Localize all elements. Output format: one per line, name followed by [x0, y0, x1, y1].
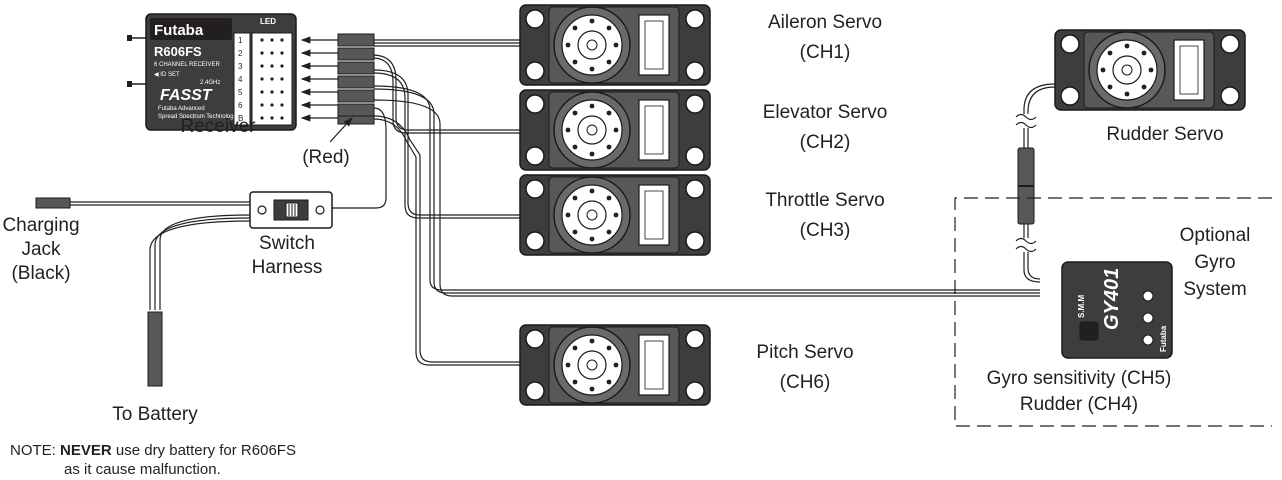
label-gyro: Gyro: [1194, 252, 1235, 273]
label-charging-1: Charging: [2, 215, 79, 236]
label-charging-2: Jack: [21, 239, 61, 260]
gyro-unit: S.M.M GY401 Futaba: [1061, 261, 1173, 359]
receiver-tagline-2: Spread Spectrum Technology: [158, 114, 237, 120]
receiver-led-label: LED: [260, 17, 276, 26]
note-rest: use dry battery for R606FS: [112, 442, 296, 459]
gyro-brand: Futaba: [1159, 325, 1168, 352]
label-elevator-servo: Elevator Servo: [763, 102, 888, 123]
rudder-servo: [1054, 29, 1246, 111]
receiver-unit: Futaba R606FS 6 CHANNEL RECEIVER ◀ ID SE…: [127, 13, 297, 131]
elevator-servo: [519, 89, 711, 171]
port-3: 3: [238, 62, 243, 71]
port-5: 5: [238, 88, 243, 97]
port-b: B: [238, 114, 243, 123]
note-prefix: NOTE:: [10, 442, 60, 459]
gyro-model: GY401: [1101, 268, 1123, 330]
label-pitch-servo: Pitch Servo: [756, 342, 853, 363]
charging-jack: [35, 197, 71, 209]
port-arrows: [300, 36, 338, 122]
label-rudder-servo: Rudder Servo: [1106, 124, 1223, 145]
aileron-servo: [519, 4, 711, 86]
label-rudder-ch: Rudder (CH4): [1020, 394, 1138, 415]
label-harness: Harness: [252, 257, 323, 278]
note-emphasis: NEVER: [60, 442, 112, 459]
switch-harness: [249, 191, 333, 229]
port-4: 4: [238, 75, 243, 84]
connector-block: [337, 33, 375, 125]
port-2: 2: [238, 49, 243, 58]
label-throttle-ch: (CH3): [800, 220, 851, 241]
label-receiver: Receiver: [181, 116, 257, 137]
label-charging-3: (Black): [11, 263, 70, 284]
port-6: 6: [238, 101, 243, 110]
label-to-battery: To Battery: [112, 404, 198, 425]
wire-break-marks: [1015, 113, 1037, 253]
label-system: System: [1183, 279, 1246, 300]
label-red: (Red): [302, 147, 350, 168]
label-gyro-sensitivity: Gyro sensitivity (CH5): [987, 368, 1172, 389]
pitch-servo: [519, 324, 711, 406]
label-pitch-ch: (CH6): [780, 372, 831, 393]
receiver-fasst-logo: FASST: [160, 87, 213, 104]
port-1: 1: [238, 36, 243, 45]
labels: Aileron Servo (CH1) Elevator Servo (CH2)…: [2, 12, 1250, 425]
note-line-2: as it cause malfunction.: [64, 461, 221, 478]
receiver-id-set: ◀ ID SET: [154, 72, 180, 78]
red-pointer: [329, 117, 353, 143]
label-elevator-ch: (CH2): [800, 132, 851, 153]
throttle-servo: [519, 174, 711, 256]
receiver-tagline-1: Futaba Advanced: [158, 106, 205, 112]
servo-wires: [70, 39, 1056, 366]
receiver-pin-grid: [260, 38, 284, 120]
note-line-1: NOTE: NEVER use dry battery for R606FS: [10, 442, 296, 459]
gyro-smm-label: S.M.M: [1077, 295, 1086, 318]
label-aileron-ch: (CH1): [800, 42, 851, 63]
receiver-model: R606FS: [154, 44, 202, 59]
label-throttle-servo: Throttle Servo: [765, 190, 884, 211]
receiver-brand: Futaba: [154, 22, 204, 39]
label-switch: Switch: [259, 233, 315, 254]
battery-connector: [147, 311, 163, 387]
optional-gyro-boundary: [954, 197, 1272, 427]
receiver-ghz: 2.4GHz: [200, 80, 220, 86]
receiver-port-numbers: 1 2 3 4 5 6 B: [233, 32, 251, 126]
label-aileron-servo: Aileron Servo: [768, 12, 882, 33]
receiver-subtitle: 6 CHANNEL RECEIVER: [154, 62, 220, 68]
label-optional: Optional: [1180, 225, 1251, 246]
